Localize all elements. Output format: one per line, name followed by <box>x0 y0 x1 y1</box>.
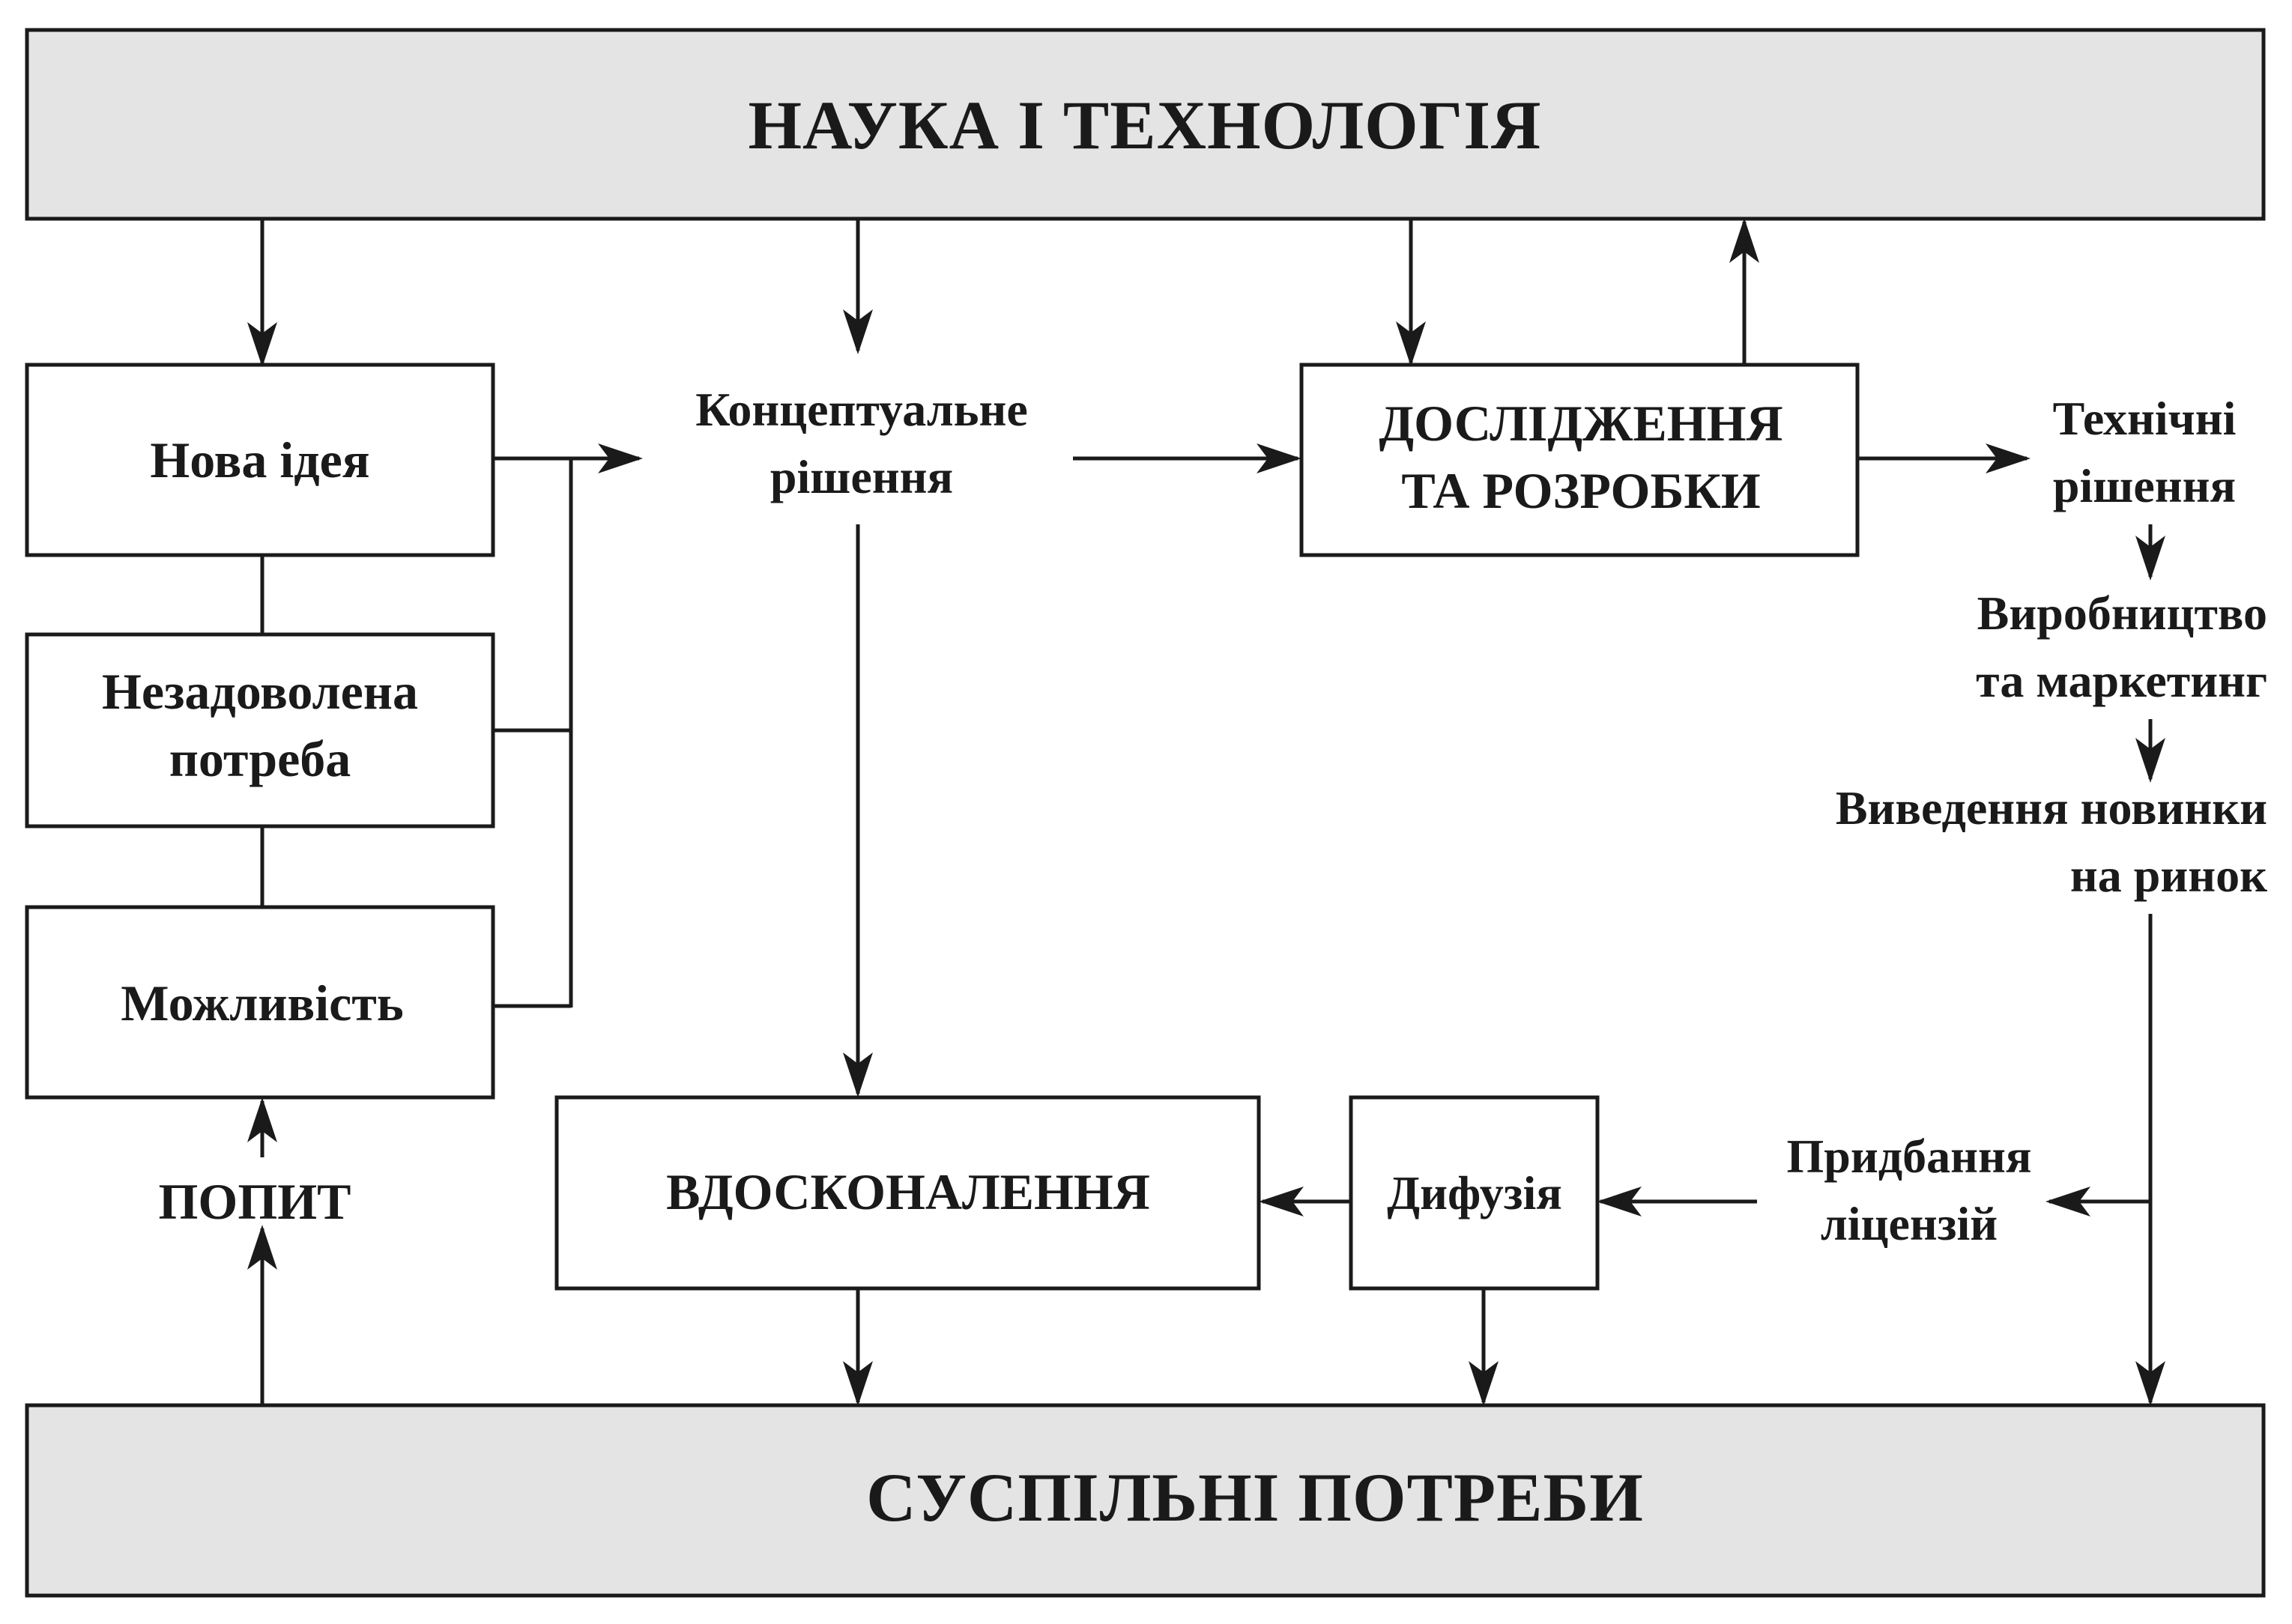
market-launch-label-line1: Виведення новинки <box>1836 781 2267 834</box>
production-label-line1: Виробництво <box>1977 587 2267 640</box>
unmet-need-box: Незадоволена потреба <box>25 632 495 828</box>
production-label-line2: та маркетинг <box>1976 654 2267 707</box>
licensing-label-line1: Придбання <box>1787 1130 2032 1183</box>
diffusion-box: Дифузія <box>1349 1095 1600 1291</box>
rnd-label-line1: ДОСЛІДЖЕННЯ <box>1379 395 1783 452</box>
improvement-box: ВДОСКОНАЛЕННЯ <box>554 1095 1261 1291</box>
market-launch-label-line2: на ринок <box>2070 849 2267 902</box>
unmet-need-label-line2: потреба <box>169 730 351 787</box>
science-technology-label: НАУКА І ТЕХНОЛОГІЯ <box>749 87 1542 163</box>
rnd-label-line2: ТА РОЗРОБКИ <box>1401 462 1760 519</box>
licensing-label-line2: ліцензій <box>1821 1197 1998 1250</box>
science-technology-band: НАУКА І ТЕХНОЛОГІЯ <box>25 28 2266 221</box>
tech-solutions-label-line2: рішення <box>2053 459 2236 512</box>
concept-label-line1: Концептуальне <box>695 383 1028 436</box>
opportunity-box: Можливість <box>25 905 495 1100</box>
tech-solutions-label-line1: Технічні <box>2053 392 2237 445</box>
unmet-need-label-line1: Незадоволена <box>102 663 418 720</box>
new-idea-label: Нова ідея <box>150 431 369 488</box>
opportunity-label: Можливість <box>121 975 403 1031</box>
improvement-label: ВДОСКОНАЛЕННЯ <box>666 1163 1150 1220</box>
social-needs-label: СУСПІЛЬНІ ПОТРЕБИ <box>866 1459 1644 1536</box>
concept-label-line2: рішення <box>770 450 953 503</box>
demand-label: ПОПИТ <box>159 1173 351 1230</box>
new-idea-box: Нова ідея <box>25 363 495 557</box>
rnd-box: ДОСЛІДЖЕННЯ ТА РОЗРОБКИ <box>1299 363 1860 557</box>
diffusion-label: Дифузія <box>1387 1166 1562 1219</box>
social-needs-band: СУСПІЛЬНІ ПОТРЕБИ <box>25 1403 2266 1598</box>
